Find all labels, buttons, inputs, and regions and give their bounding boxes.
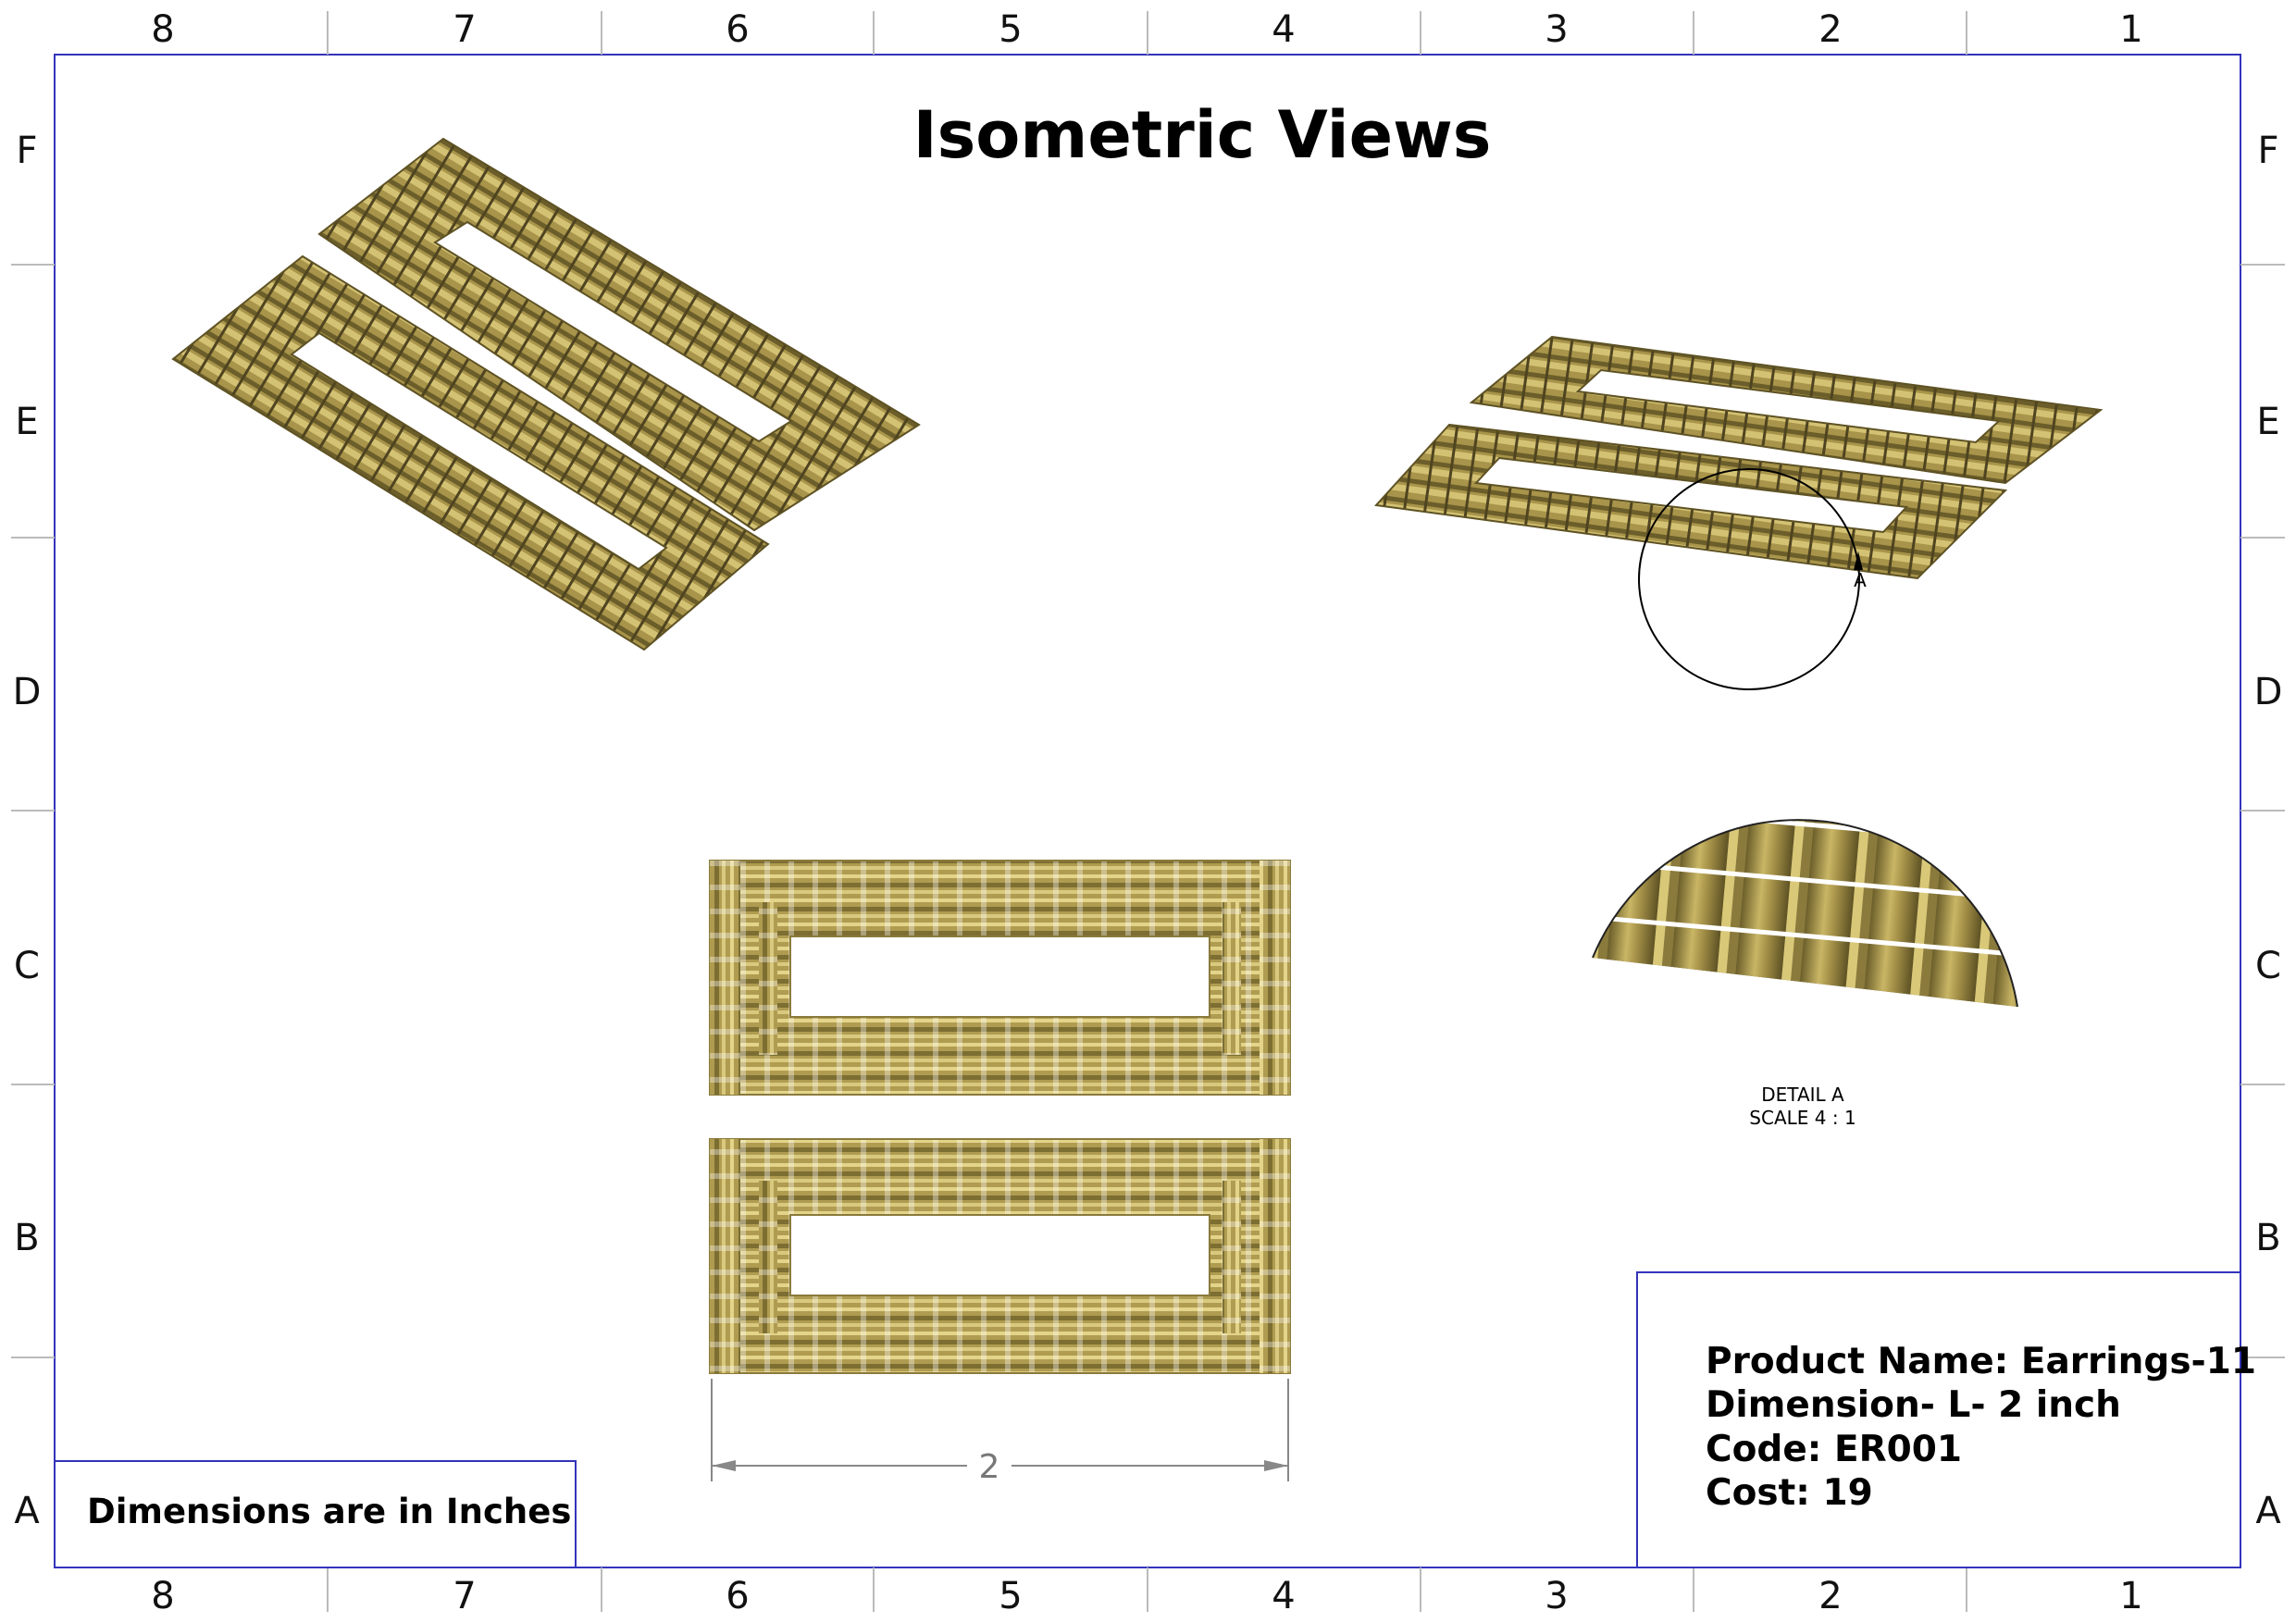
column-label: 3 bbox=[1545, 8, 1568, 51]
row-label: A bbox=[2255, 1490, 2281, 1532]
row-label: E bbox=[15, 401, 38, 443]
detail-circle bbox=[1638, 468, 1860, 690]
row-labels-right: F E D C B A bbox=[2254, 130, 2283, 1532]
column-label: 7 bbox=[453, 8, 476, 51]
column-label: 5 bbox=[999, 1575, 1022, 1617]
row-label: B bbox=[14, 1217, 39, 1259]
column-label: 5 bbox=[999, 8, 1022, 51]
zone-dividers bbox=[11, 11, 2285, 1612]
column-label: 8 bbox=[151, 1575, 174, 1617]
product-name: Product Name: Earrings-11 bbox=[1706, 1341, 2256, 1382]
column-label: 7 bbox=[453, 1575, 476, 1617]
row-label: E bbox=[2256, 401, 2279, 443]
product-cost: Cost: 19 bbox=[1706, 1472, 1873, 1514]
earring-piece-front bbox=[171, 254, 770, 651]
column-label: 4 bbox=[1272, 8, 1295, 51]
product-dimension: Dimension- L- 2 inch bbox=[1706, 1384, 2121, 1426]
units-note: Dimensions are in Inches bbox=[87, 1492, 571, 1531]
column-labels-bottom: 8 7 6 5 4 3 2 1 bbox=[151, 1575, 2142, 1617]
column-labels-top: 8 7 6 5 4 3 2 1 bbox=[151, 8, 2142, 51]
row-label: B bbox=[2255, 1217, 2280, 1259]
column-label: 6 bbox=[726, 8, 749, 51]
product-code: Code: ER001 bbox=[1706, 1429, 1962, 1470]
row-label: C bbox=[2255, 945, 2281, 987]
title-block bbox=[1636, 1271, 2241, 1568]
detail-label: DETAIL A bbox=[1761, 1084, 1844, 1106]
detail-arrow-icon bbox=[1854, 551, 1863, 570]
length-dimension bbox=[711, 1379, 1289, 1481]
dimension-value: 2 bbox=[979, 1448, 1000, 1486]
row-labels-left: F E D C B A bbox=[13, 130, 42, 1532]
row-label: A bbox=[14, 1490, 40, 1532]
arrow-right-icon bbox=[1264, 1460, 1288, 1471]
row-label: D bbox=[13, 671, 42, 713]
earring-piece-back bbox=[1469, 335, 2104, 485]
row-label: D bbox=[2254, 671, 2283, 713]
row-label: C bbox=[14, 945, 40, 987]
front-view-top bbox=[709, 860, 1291, 1096]
column-label: 8 bbox=[151, 8, 174, 51]
isometric-view-left bbox=[171, 137, 921, 651]
detail-scale: SCALE 4 : 1 bbox=[1749, 1107, 1855, 1129]
earring-piece-front bbox=[1373, 423, 2008, 580]
earring-piece-back bbox=[317, 137, 921, 532]
drawing-title: Isometric Views bbox=[913, 97, 1492, 173]
column-label: 1 bbox=[2119, 8, 2142, 51]
row-label: F bbox=[16, 130, 37, 172]
column-label: 3 bbox=[1545, 1575, 1568, 1617]
arrow-left-icon bbox=[712, 1460, 736, 1471]
column-label: 6 bbox=[726, 1575, 749, 1617]
column-label: 1 bbox=[2119, 1575, 2142, 1617]
isometric-view-right: A bbox=[1373, 335, 2104, 690]
column-label: 2 bbox=[1818, 1575, 1842, 1617]
column-label: 2 bbox=[1818, 8, 1842, 51]
detail-marker: A bbox=[1854, 569, 1867, 591]
detail-view-a bbox=[1592, 819, 2018, 1008]
column-label: 4 bbox=[1272, 1575, 1295, 1617]
row-label: F bbox=[2257, 130, 2278, 172]
units-note-box bbox=[54, 1460, 577, 1568]
front-view-bottom bbox=[709, 1138, 1291, 1374]
